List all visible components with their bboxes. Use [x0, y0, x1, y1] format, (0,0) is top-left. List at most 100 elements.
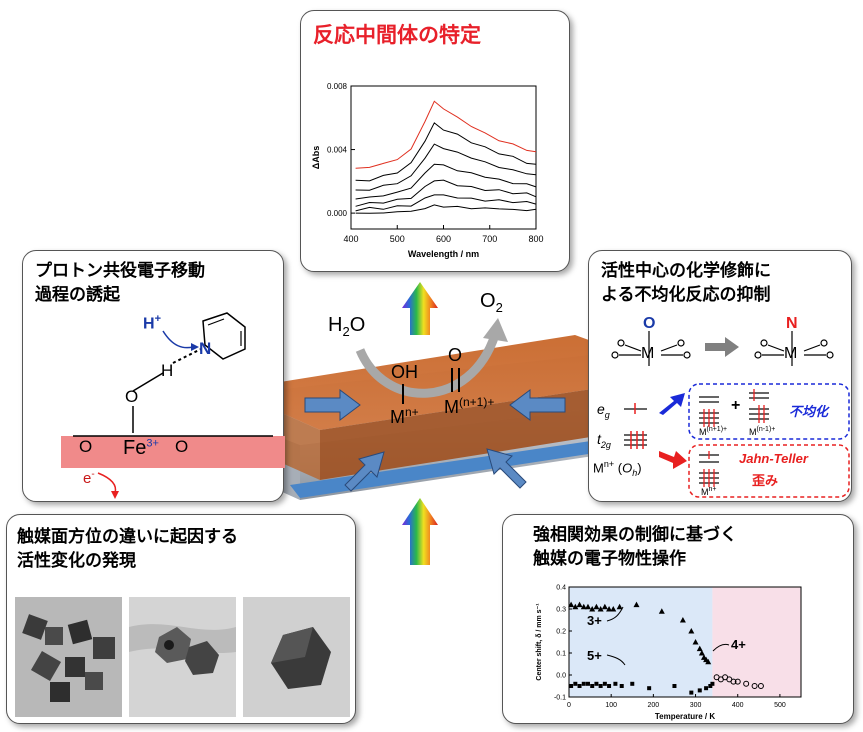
- o-substituent: O: [643, 315, 656, 332]
- tem-image-hexagon: [243, 597, 350, 717]
- jahn-teller-label: Jahn-Teller: [739, 451, 808, 466]
- arrow-to-jahn-teller: [659, 451, 687, 469]
- spectrum-line: [355, 122, 537, 182]
- x-axis-label: Temperature / K: [655, 712, 716, 721]
- data-point-square: [689, 690, 694, 695]
- spectrum-line: [355, 194, 537, 212]
- metal-left: M: [641, 345, 655, 362]
- h-plus: H+: [143, 313, 161, 333]
- plus-sign: +: [731, 397, 741, 414]
- n-atom: N: [199, 339, 212, 358]
- light-arrow-top: [402, 282, 438, 335]
- data-point-square: [672, 684, 677, 688]
- y-axis-label: Center shift, δ / mm s⁻¹: [536, 603, 543, 681]
- reaction-arc-arrow: [355, 333, 500, 398]
- plot-frame: [568, 586, 802, 698]
- y-tick-label: 0.008: [327, 82, 348, 91]
- m-n-small: Mn+: [701, 486, 717, 497]
- arc-arrowhead: [483, 318, 508, 342]
- annotation-arrow: [712, 644, 730, 652]
- data-point-triangle: [572, 603, 579, 610]
- y-tick-label: 0.1: [556, 651, 566, 658]
- data-point-triangle: [610, 606, 617, 612]
- h-atom: H: [161, 361, 174, 380]
- data-point-square: [697, 688, 702, 693]
- eg-label: eg: [597, 401, 610, 420]
- modification-diagram: [611, 331, 850, 498]
- fe-atom: Fe3+: [123, 437, 159, 459]
- spectrum-line: [355, 163, 537, 200]
- annotation-arrow: [606, 606, 624, 622]
- spectrum-line: [355, 179, 537, 207]
- data-point-triangle: [576, 601, 583, 608]
- y-tick-label: 0.3: [556, 607, 566, 614]
- data-point-triangle: [589, 606, 596, 612]
- y-tick-label: 0.0: [556, 673, 566, 680]
- data-point-circle: [757, 683, 764, 689]
- x-axis-label: Wavelength / nm: [408, 249, 479, 259]
- oxidation-state-label: 3+: [587, 613, 602, 628]
- oxidation-state-label: 4+: [731, 637, 746, 652]
- oxidation-state-label: 5+: [587, 648, 602, 663]
- data-point-square: [607, 684, 612, 688]
- m-n-minus1-small: M(n-1)+: [749, 426, 776, 437]
- y-axis-label: ΔAbs: [311, 146, 321, 169]
- data-point-triangle: [688, 628, 695, 634]
- data-point-triangle: [705, 658, 712, 665]
- panel-title-line1: 活性中心の化学修飾に: [601, 261, 771, 281]
- pcet-diagram: [61, 312, 285, 499]
- data-point-square: [585, 681, 590, 686]
- data-point-triangle: [696, 645, 703, 652]
- data-point-triangle: [580, 603, 587, 610]
- disproportionation-box: [688, 383, 850, 440]
- x-tick-label: 400: [732, 702, 744, 709]
- panel-title-line2: よる不均化反応の抑制: [601, 285, 771, 305]
- jahn-teller-box: [688, 444, 850, 498]
- x-tick-label: 0: [567, 702, 571, 709]
- region-high-temp: [712, 587, 801, 697]
- data-point-triangle: [658, 608, 665, 614]
- mn-oh-label: Mn+ (Oh): [593, 459, 642, 478]
- spectrum-line: [355, 204, 537, 214]
- x-tick-label: 500: [390, 234, 405, 244]
- oh-label: OH: [391, 362, 418, 382]
- o-right: O: [175, 437, 189, 456]
- data-point-square: [598, 684, 603, 688]
- data-point-circle: [734, 678, 741, 685]
- annotation-arrow: [606, 654, 626, 666]
- y-tick-label: -0.1: [554, 695, 566, 702]
- data-point-triangle: [606, 606, 613, 612]
- t2g-label: t2g: [597, 431, 611, 450]
- double-bond: [451, 368, 460, 392]
- data-point-square: [573, 681, 578, 686]
- data-point-triangle: [692, 639, 699, 645]
- data-point-triangle: [568, 601, 575, 608]
- o-left: O: [79, 437, 93, 456]
- data-point-square: [704, 686, 709, 691]
- gray-arrow: [705, 337, 739, 357]
- panel-title: 反応中間体の特定: [313, 23, 481, 47]
- bond-line: [402, 384, 404, 404]
- o-atom: O: [125, 387, 139, 406]
- data-point-circle: [751, 683, 758, 689]
- data-point-triangle: [698, 650, 705, 656]
- y-tick-label: 0.4: [556, 585, 566, 592]
- panel-modification: 活性中心の化学修飾に よる不均化反応の抑制: [588, 250, 852, 502]
- panel-title-line2: 活性変化の発現: [17, 551, 136, 571]
- region-low-temp: [569, 587, 713, 697]
- data-point-square: [708, 684, 713, 688]
- data-point-square: [647, 686, 652, 691]
- pyridine-ring: [202, 312, 246, 360]
- panel-title-line1: 強相関効果の制御に基づく: [533, 525, 737, 545]
- y-tick-label: 0.000: [327, 209, 348, 218]
- data-point-square: [630, 681, 635, 686]
- data-point-triangle: [679, 617, 686, 623]
- data-point-triangle: [584, 603, 591, 610]
- o-label-center: O: [448, 345, 463, 365]
- x-tick-label: 300: [690, 702, 702, 709]
- x-tick-label: 700: [482, 234, 497, 244]
- tem-image-octahedra: [129, 597, 236, 717]
